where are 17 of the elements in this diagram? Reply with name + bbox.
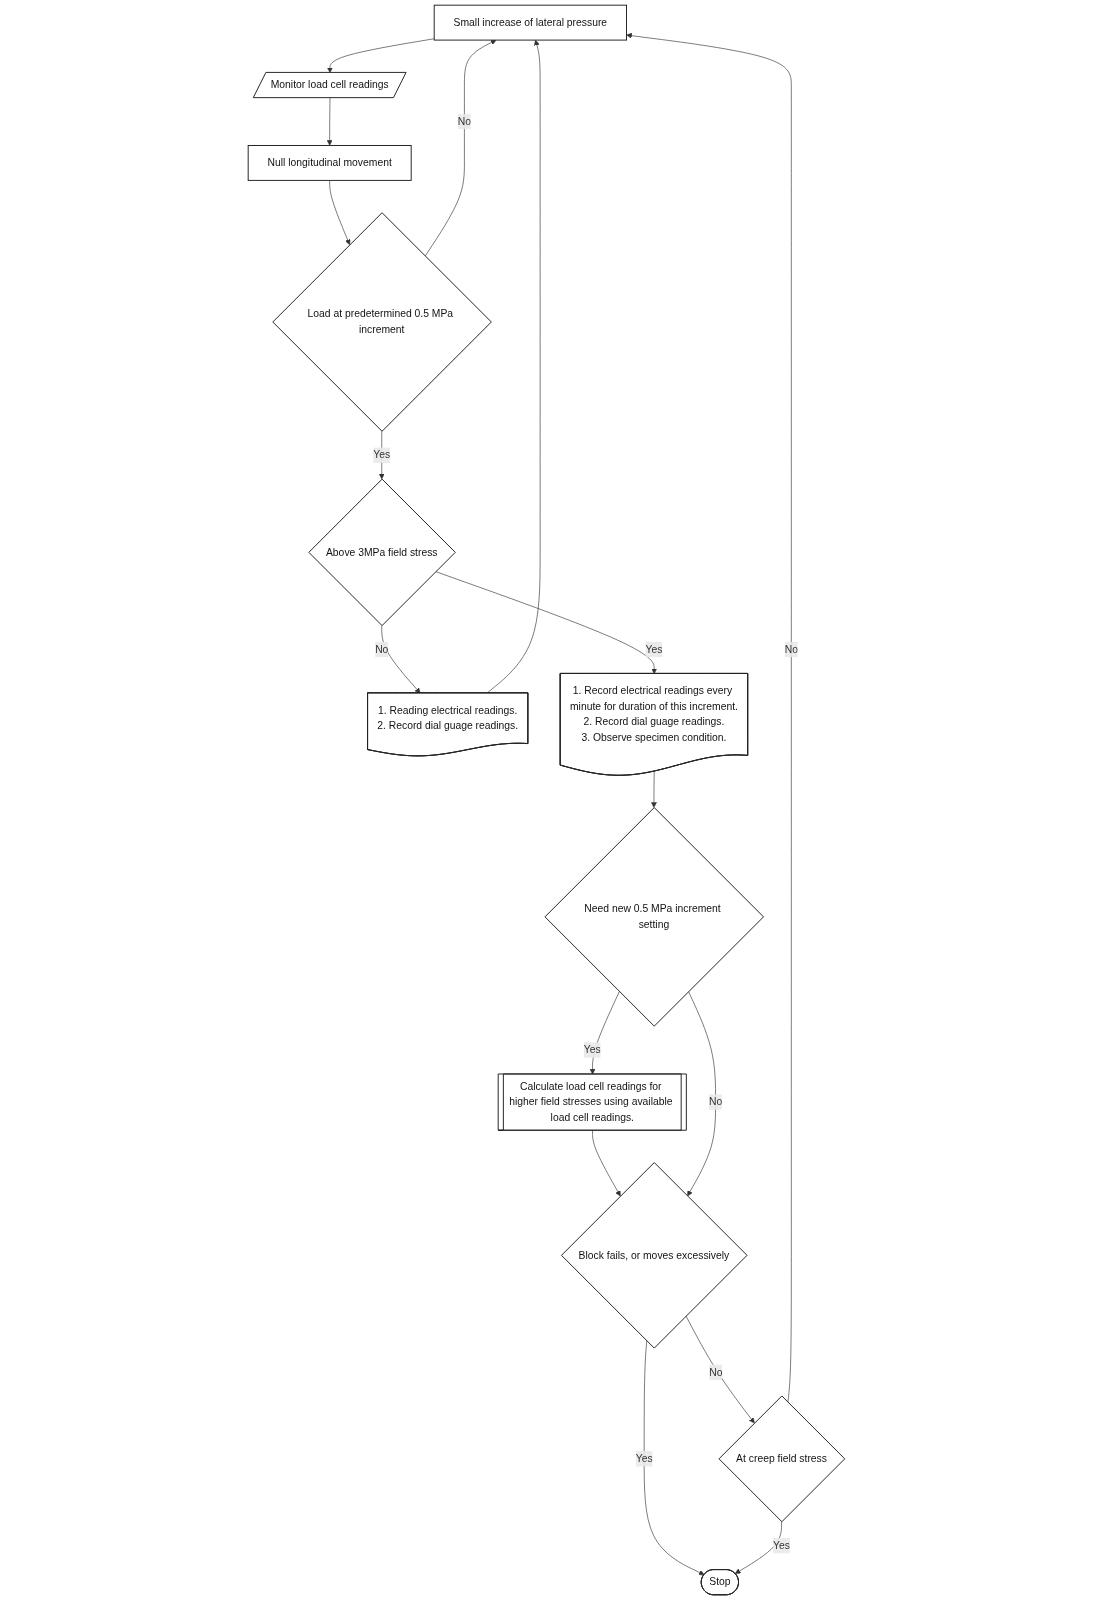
edge-label: No bbox=[709, 1366, 723, 1378]
node-box: Small increase of lateral pressure bbox=[433, 4, 628, 41]
node-diamond: Above 3MPa field stress bbox=[308, 478, 456, 627]
edge-label: No bbox=[457, 115, 472, 127]
node-diamond: Block fails, or moves excessively bbox=[561, 1162, 748, 1349]
edge-label: Yes bbox=[645, 643, 663, 655]
node-box: Null longitudinal movement bbox=[247, 145, 412, 181]
edge-label: Yes bbox=[635, 1453, 653, 1465]
node-diamond: Need new 0.5 MPa increment setting bbox=[544, 807, 765, 1027]
node-diamond: At creep field stress bbox=[718, 1395, 846, 1523]
edge-label: Yes bbox=[583, 1044, 601, 1056]
edge-label: Yes bbox=[773, 1539, 791, 1551]
node-diamond: Load at predetermined 0.5 MPa increment bbox=[272, 212, 492, 432]
edge-label: Yes bbox=[373, 449, 391, 461]
edge-label: No bbox=[784, 643, 798, 655]
edge-label: No bbox=[375, 643, 389, 655]
edge-label: No bbox=[709, 1096, 723, 1108]
